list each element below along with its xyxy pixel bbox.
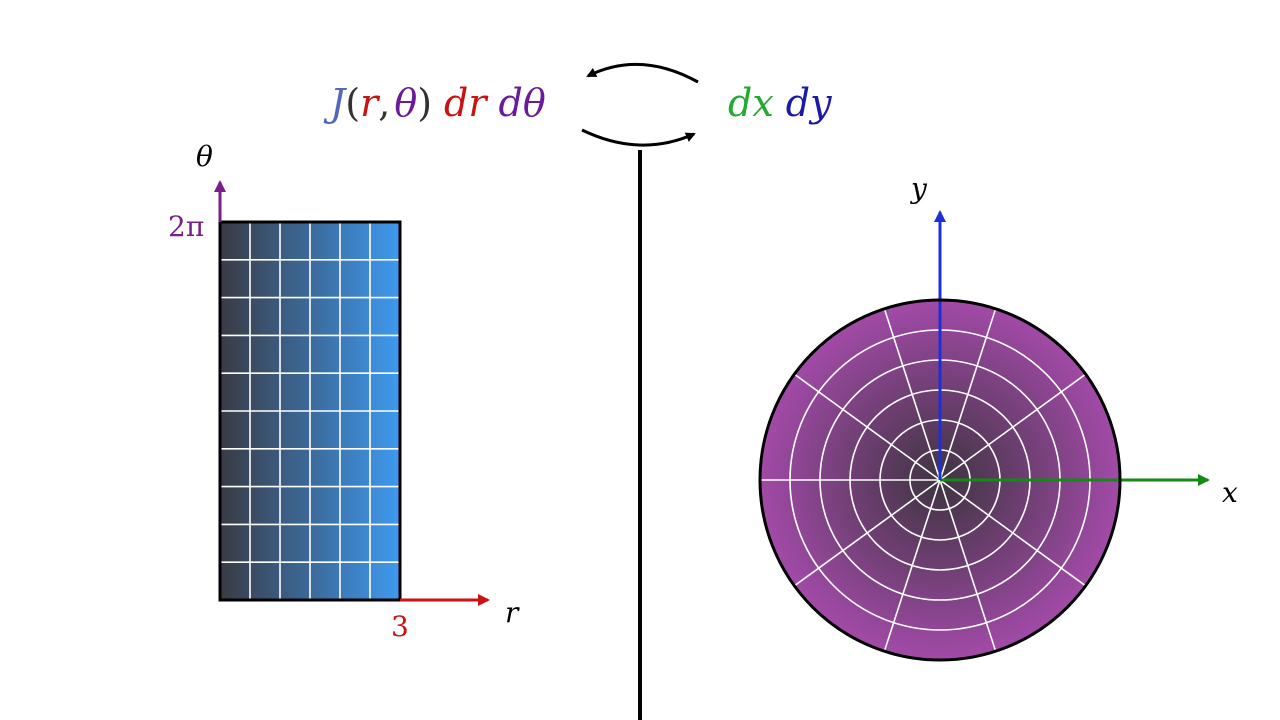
disk-grid-spoke [939,479,1087,587]
rect-region-border [218,220,402,602]
disk-grid-spoke [939,373,1087,481]
var-r: r [360,81,381,125]
x-axis-label: x [1222,476,1238,509]
r-axis-label: r [505,596,520,629]
y-axis-label: y [909,172,928,205]
dtheta-term: dθ [499,81,546,125]
disk-region-plot: y x [758,172,1238,662]
comma: , [378,81,390,125]
theta-max-label: 2π [168,210,204,243]
rect-grid [220,222,400,600]
dr-term: dr [444,81,489,125]
theta-axis-label: θ [196,140,213,173]
disk-grid-spoke [939,479,997,652]
dx-term: dx [728,81,774,125]
disk-grid-spoke [793,373,941,481]
r-max-label: 3 [391,610,409,643]
paren-close: ) [417,81,432,125]
jacobian-J: J [323,81,347,125]
disk-grid-spoke [793,479,941,587]
cycle-arrow-bottom [581,128,696,147]
var-theta: θ [394,81,417,125]
disk-grid-spoke [883,308,941,481]
dy-term: dy [786,81,832,125]
cycle-arrow-top [586,62,699,84]
rect-region-plot: θ 2π r 3 [168,140,520,643]
paren-open: ( [345,81,360,125]
disk-grid-spoke [883,479,941,652]
disk-grid-spoke [939,308,997,481]
disk-region-border [758,298,1122,662]
